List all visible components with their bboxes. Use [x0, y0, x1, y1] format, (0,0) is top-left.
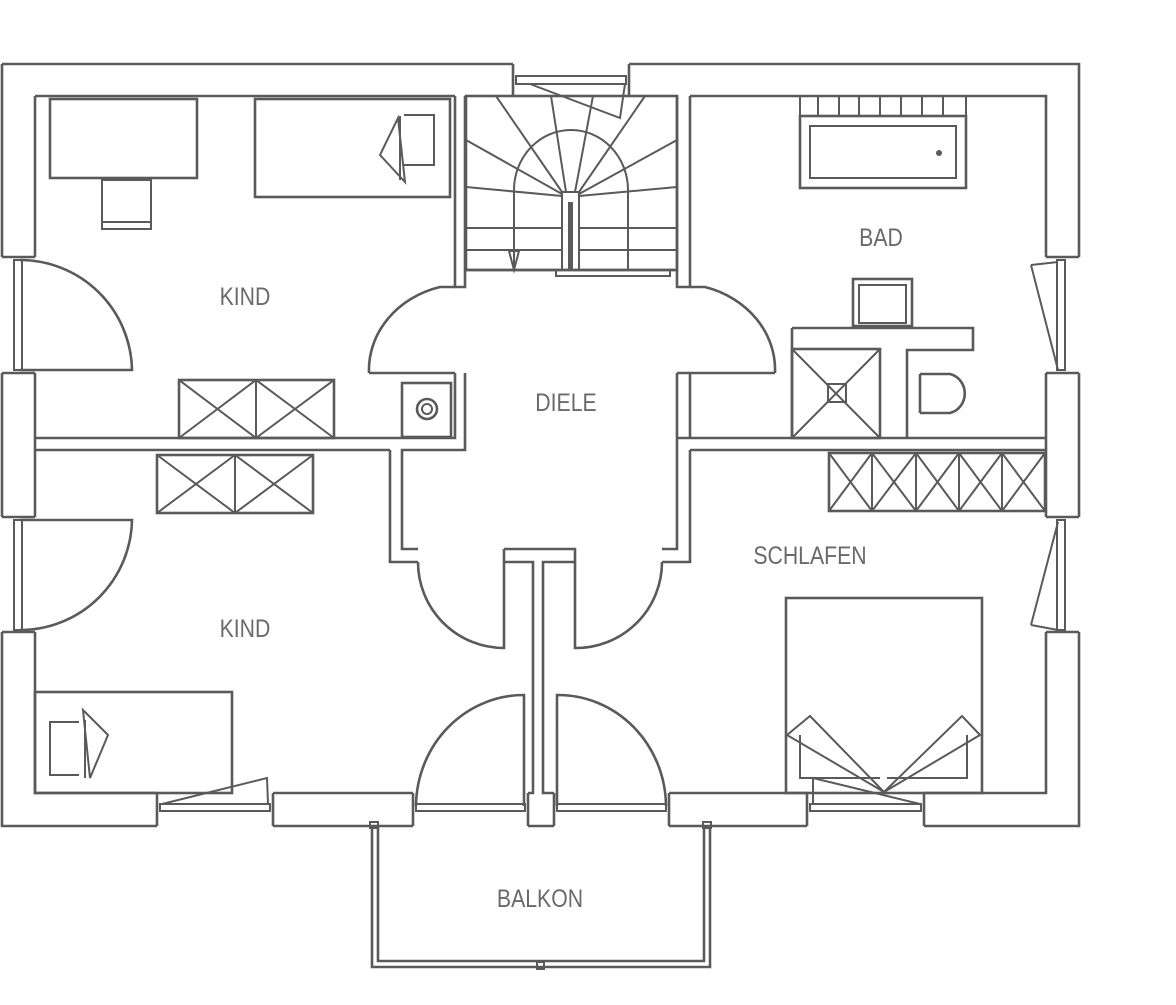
- exterior-walls: [0, 62, 1081, 828]
- doors: [19, 258, 668, 807]
- room-label-schlafen: SCHLAFEN: [753, 541, 866, 569]
- interior-walls: [35, 96, 1046, 795]
- balcony: [369, 821, 712, 970]
- windows: [13, 75, 1066, 812]
- staircase: [464, 94, 679, 277]
- furniture: [33, 95, 1047, 795]
- room-label-balkon: BALKON: [497, 884, 583, 912]
- room-label-kind-top: KIND: [220, 282, 271, 310]
- room-label-bad: BAD: [859, 223, 903, 251]
- room-label-kind-bottom: KIND: [220, 614, 271, 642]
- room-label-diele: DIELE: [535, 388, 596, 416]
